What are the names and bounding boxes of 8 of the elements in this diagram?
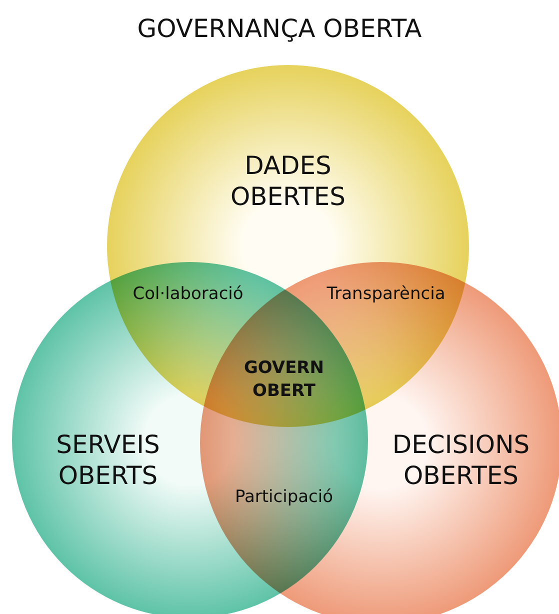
circle-label: DADES OBERTES — [229, 150, 347, 212]
overlap-label: Col·laboració — [132, 284, 244, 304]
circle-label: SERVEIS OBERTS — [55, 429, 161, 491]
circle-label: DECISIONS OBERTES — [391, 429, 531, 491]
center-label: GOVERN OBERT — [242, 357, 326, 403]
overlap-label: Participació — [234, 487, 334, 507]
overlap-label: Transparència — [326, 284, 446, 304]
diagram-title: GOVERNANÇA OBERTA — [136, 14, 423, 43]
